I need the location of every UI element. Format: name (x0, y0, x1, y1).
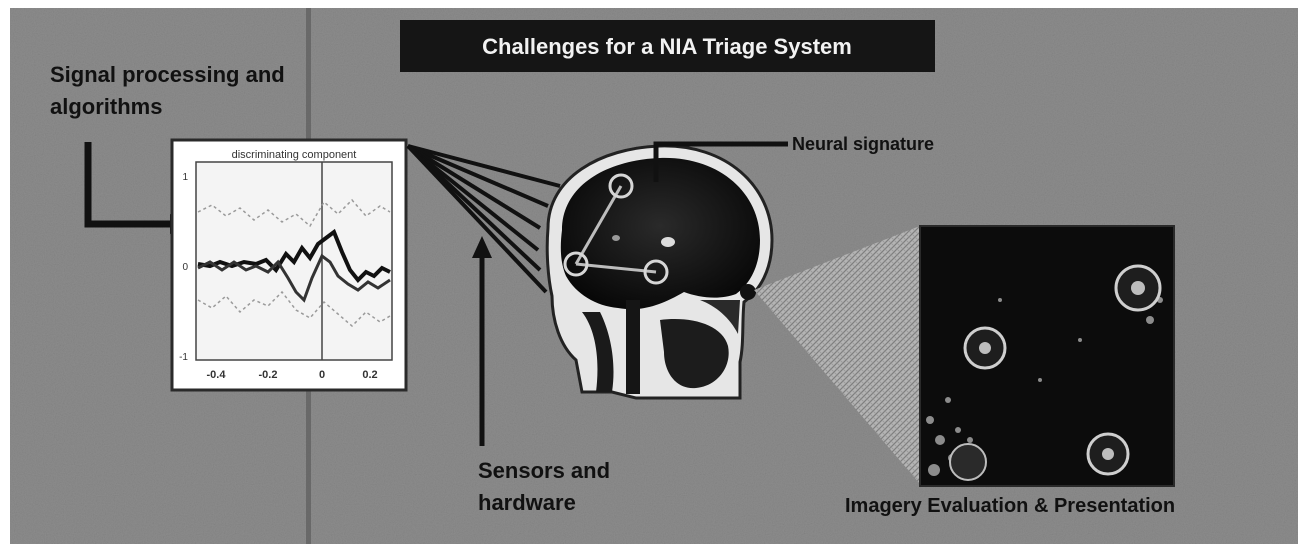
plot-title: discriminating component (232, 149, 357, 161)
signal-processing-line-2: algorithms (50, 94, 162, 119)
slide-title: Challenges for a NIA Triage System (482, 34, 852, 59)
signal-processing-line-1: Signal processing and (50, 62, 285, 87)
plot-xtick-4: 0.2 (362, 369, 377, 381)
imagery-label: Imagery Evaluation & Presentation (845, 495, 1175, 517)
title-banner: Challenges for a NIA Triage System (400, 20, 935, 72)
plot-ytick-neg1: -1 (179, 352, 188, 363)
plot-ytick-0: 0 (182, 262, 188, 273)
plot-xtick-2: -0.2 (259, 369, 278, 381)
imagery-panel (920, 226, 1174, 486)
detection-ring-4 (950, 444, 986, 480)
brain-mri (547, 146, 772, 398)
sensors-line-2: hardware (478, 490, 576, 515)
plot-ytick-1: 1 (182, 172, 188, 183)
plot-xtick-1: -0.4 (207, 369, 227, 381)
neural-signature-label: Neural signature (792, 134, 934, 154)
sensors-line-1: Sensors and (478, 458, 610, 483)
eeg-plot: discriminating component 1 0 -1 -0.4 -0.… (172, 140, 406, 390)
plot-xtick-3: 0 (319, 369, 325, 381)
